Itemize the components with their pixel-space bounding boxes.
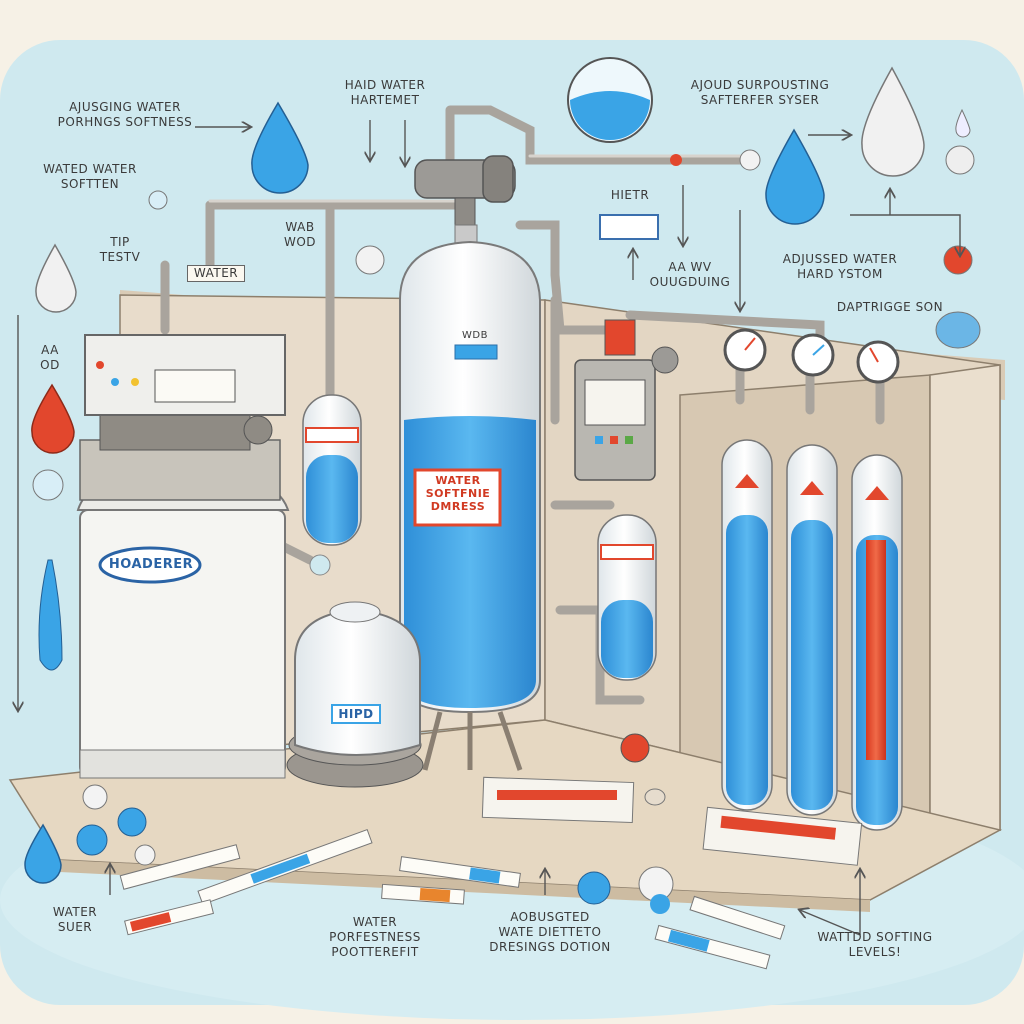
water-drop-icon	[955, 108, 971, 138]
label-bottom-left: Water suer	[52, 905, 98, 934]
label-loader-brand: Hoaderer	[108, 557, 194, 572]
test-strip-icon	[124, 899, 215, 936]
secondary-canister	[597, 514, 657, 681]
test-strip-icon	[119, 844, 241, 890]
test-strip-icon	[689, 895, 786, 940]
label-cartridge: Daptrigge son	[836, 300, 944, 314]
label-ao-ubd: AA WV Ouugduing	[649, 260, 731, 289]
annotation-arrows	[18, 120, 960, 936]
controller-unit[interactable]	[574, 346, 679, 481]
test-strip-icon	[481, 776, 635, 824]
test-strip-icon	[197, 828, 373, 906]
test-strip-icon	[381, 883, 465, 905]
test-strip-icon	[399, 856, 521, 888]
test-strip-icon	[654, 924, 771, 970]
label-bottom-mid: Water porfestness pootterefit	[329, 915, 421, 959]
water-drop-icon	[765, 128, 825, 225]
test-column-3	[851, 454, 903, 831]
prefilter-canister	[302, 394, 362, 576]
label-wated-water: Wated water softten	[43, 162, 137, 191]
label-top-right: Ajoud surpousting safterfer syser	[690, 78, 830, 107]
test-strip-icon	[702, 806, 863, 866]
control-valve-head[interactable]	[414, 155, 516, 229]
label-bottom-center: Aobusgted wate dietteto Dresings Dotion	[489, 910, 611, 954]
water-drop-icon	[251, 101, 309, 194]
label-tank-tag: WDB	[462, 330, 488, 341]
control-box[interactable]	[79, 334, 286, 501]
test-column-2	[786, 444, 838, 816]
softener-cabinet	[76, 466, 290, 779]
label-tank-small: HIPD	[338, 707, 374, 721]
main-resin-tank	[399, 224, 541, 771]
test-column-1	[721, 439, 773, 811]
label-bottom-right: Wattdd softing levels!	[817, 930, 933, 959]
warning-sign-icon	[604, 319, 636, 356]
label-filter-tag: Hietr	[610, 188, 650, 202]
label-adjusted-hard: Adjussed water hard ystom	[782, 252, 898, 281]
warning-triangle-icon	[735, 474, 759, 488]
label-tip-testv: Tip testv	[99, 235, 141, 264]
brine-tank	[286, 601, 424, 788]
pressure-gauge-icon	[856, 340, 900, 384]
water-drop-icon	[35, 243, 77, 313]
water-drop-icon	[24, 823, 62, 884]
label-hard-water: Haid water hartemet	[344, 78, 426, 107]
pressure-gauge-icon	[791, 333, 835, 377]
label-top-left: Ajusging water porhngs softness	[57, 100, 193, 129]
label-aa-od: AA OD	[40, 343, 60, 372]
water-drop-icon	[861, 66, 925, 177]
water-stream-icon	[38, 559, 63, 671]
water-drop-icon	[31, 383, 75, 454]
label-water-soft: Water softfnie Dmress	[425, 474, 491, 513]
valve-knob-icon	[620, 733, 650, 763]
alert-dot-icon	[943, 245, 973, 275]
warning-triangle-icon	[800, 481, 824, 495]
pressure-gauge-icon	[723, 328, 767, 372]
label-wab-wod: Wab wod	[283, 220, 317, 249]
label-water-box: Water	[187, 265, 245, 282]
pipe-highlights	[208, 154, 752, 203]
warning-triangle-icon	[865, 486, 889, 500]
